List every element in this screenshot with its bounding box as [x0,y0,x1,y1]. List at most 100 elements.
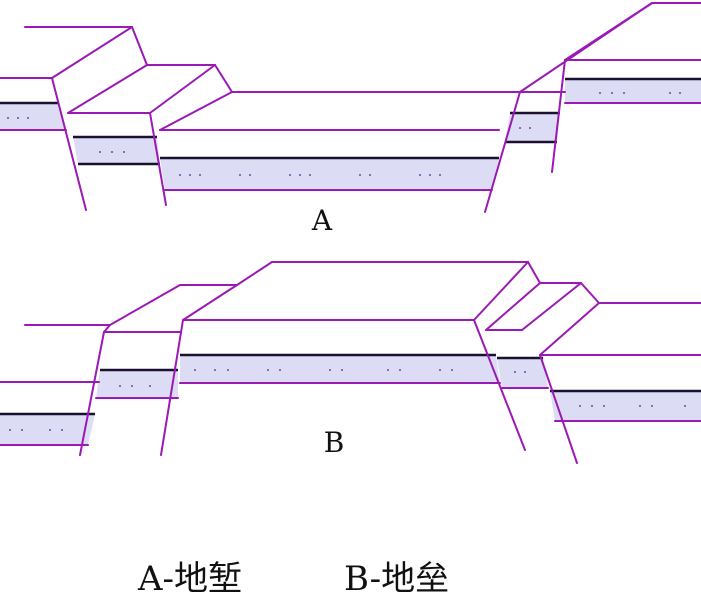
texture-dot [309,174,311,176]
caption-graben: A-地堑 [137,559,242,599]
horst-fault [79,331,105,456]
graben-bed-left [0,103,66,130]
texture-dot [599,92,601,94]
texture-dot [369,174,371,176]
texture-dot [419,174,421,176]
texture-dot [514,371,516,373]
texture-dot [289,174,291,176]
graben-line [51,26,133,79]
horst-beds [0,355,701,445]
texture-dot [249,174,251,176]
horst-structure [0,261,701,464]
horst-bed-center [180,355,500,383]
horst-line [236,261,273,286]
graben-beds [0,79,701,190]
horst-line [182,284,238,321]
texture-dot [611,92,613,94]
horst-bed-right [550,391,701,421]
graben-bed-step [73,137,160,164]
texture-dot [669,92,671,94]
texture-dot [123,151,125,153]
horst-line [109,284,181,326]
graben-line [159,91,233,131]
texture-dot [21,429,23,431]
texture-dot [439,369,441,371]
horst-fault [539,354,578,464]
texture-dot [651,405,653,407]
graben-line [67,64,148,114]
horst-bed-right-step [497,358,548,388]
texture-dot [194,369,196,371]
texture-dot [111,151,113,153]
horst-line [521,282,582,331]
horst-fault [473,319,526,451]
horst-bed-step [96,370,178,398]
texture-dot [7,117,9,119]
texture-dot [9,429,11,431]
caption-horst: B-地垒 [344,559,449,599]
texture-dot [299,174,301,176]
texture-dot [131,385,133,387]
horst-figure: B [0,261,701,464]
horst-line [103,324,111,333]
graben-fault [484,91,521,213]
texture-dot [359,174,361,176]
horst-fault [160,319,184,456]
texture-dot [149,385,151,387]
texture-dot [529,127,531,129]
texture-dot [623,92,625,94]
texture-dot [639,405,641,407]
texture-dot [524,371,526,373]
graben-dots [7,92,681,176]
texture-dot [279,369,281,371]
graben-figure: A [0,2,701,237]
texture-dot [17,117,19,119]
horst-line [473,261,529,321]
graben-line [131,26,148,66]
texture-dot [679,92,681,94]
texture-dot [239,174,241,176]
horst-label: B [324,426,345,459]
graben-bed-bases [0,77,701,166]
horst-line [527,261,541,284]
texture-dot [199,174,201,176]
texture-dot [189,174,191,176]
texture-dot [27,117,29,119]
graben-fault [51,77,87,211]
graben-line [214,64,233,93]
texture-dot [179,174,181,176]
texture-dot [227,369,229,371]
graben-line [149,64,216,114]
graben-bed-right-step [505,113,560,142]
horst-line [485,282,541,331]
texture-dot [399,369,401,371]
texture-dot [99,151,101,153]
texture-dot [684,405,686,407]
horst-line [580,282,600,304]
graben-line [564,2,653,61]
texture-dot [119,385,121,387]
texture-dot [591,405,593,407]
graben-label: A [311,204,333,237]
texture-dot [329,369,331,371]
texture-dot [387,369,389,371]
horst-bed-bases [0,353,701,416]
texture-dot [451,369,453,371]
texture-dot [603,405,605,407]
horst-bed-left [0,414,95,445]
texture-dot [267,369,269,371]
texture-dot [429,174,431,176]
texture-dot [61,429,63,431]
horst-line [539,302,600,356]
graben-bed-right [565,79,701,103]
texture-dot [341,369,343,371]
texture-dot [579,405,581,407]
texture-dot [214,369,216,371]
graben-structure [0,2,701,213]
graben-fault [551,59,566,173]
horst-dots [9,369,686,431]
texture-dot [519,127,521,129]
graben-bed-center [160,158,499,190]
texture-dot [49,429,51,431]
